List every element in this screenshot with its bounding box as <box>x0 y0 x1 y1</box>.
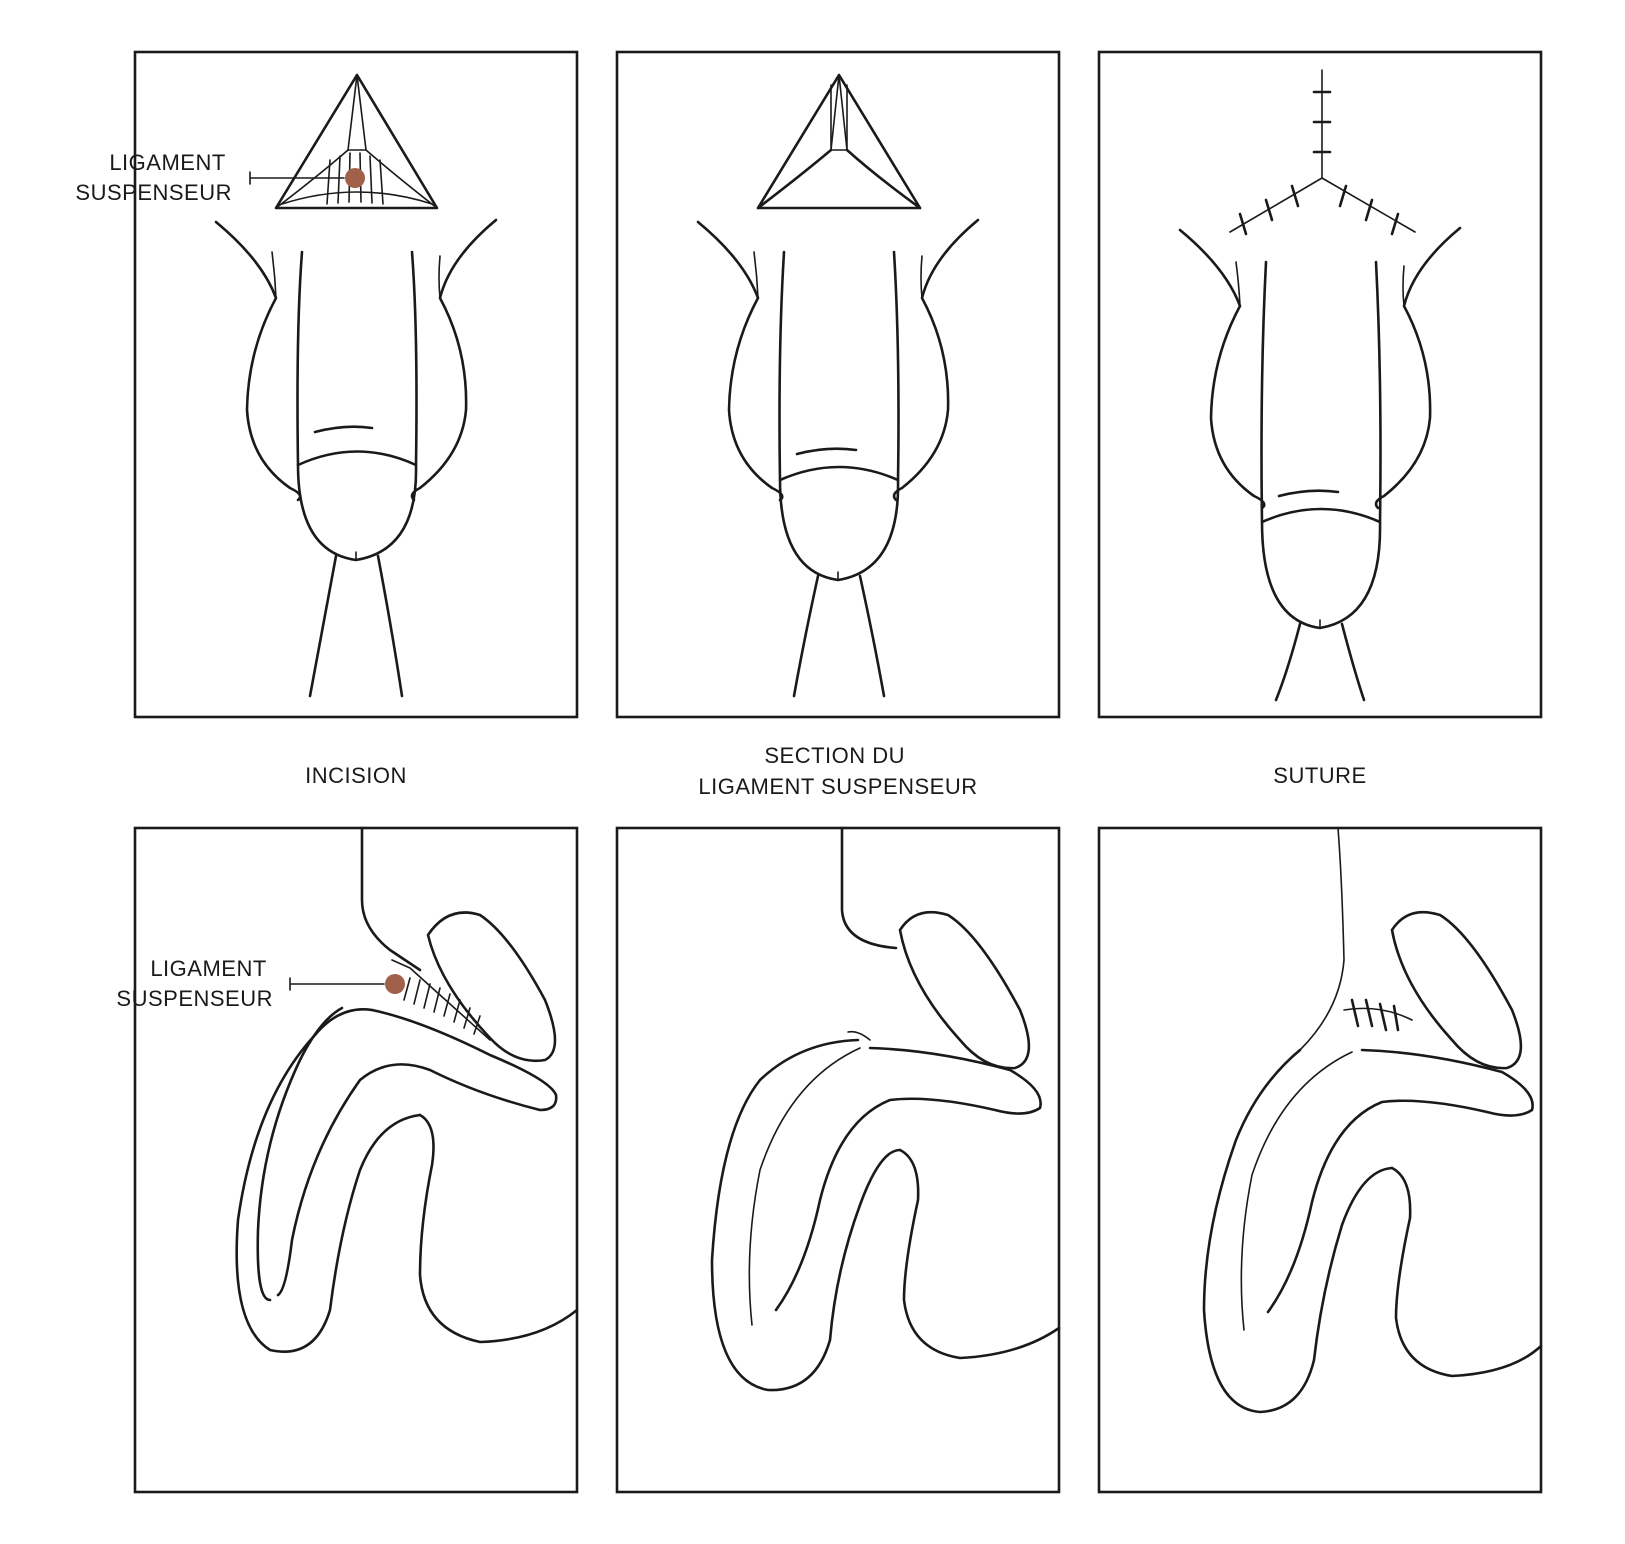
ligament-callout-bottom: LIGAMENT SUSPENSEUR <box>116 956 405 1011</box>
side-view-illustration <box>1202 827 1543 1414</box>
ligament-label-top: LIGAMENT SUSPENSEUR <box>75 150 232 205</box>
panel-front-section <box>615 50 1061 719</box>
front-view-illustration <box>1178 69 1462 702</box>
ligament-marker-bottom <box>385 974 405 994</box>
ligament-label-bottom: LIGAMENT SUSPENSEUR <box>116 956 273 1011</box>
ligament-label-bottom-line-1: LIGAMENT <box>150 956 266 981</box>
panel-front-suture <box>1097 50 1543 719</box>
side-view-illustration <box>235 826 579 1353</box>
step-title-suture: SUTURE <box>1273 763 1366 788</box>
side-view-illustration <box>710 826 1061 1392</box>
ligament-marker-top <box>345 168 365 188</box>
ligament-label-top-line-2: SUSPENSEUR <box>75 180 232 205</box>
panel-front-incision: LIGAMENT SUSPENSEUR <box>75 50 579 719</box>
ligament-callout-top: LIGAMENT SUSPENSEUR <box>75 150 365 205</box>
step-title-incision-line-1: INCISION <box>305 763 407 788</box>
panel-side-section <box>615 826 1061 1494</box>
ligament-label-top-line-1: LIGAMENT <box>109 150 225 175</box>
step-title-section-line-1: SECTION DU <box>764 743 905 768</box>
step-title-suture-line-1: SUTURE <box>1273 763 1366 788</box>
step-title-section-line-2: LIGAMENT SUSPENSEUR <box>698 774 977 799</box>
step-title-section: SECTION DU LIGAMENT SUSPENSEUR <box>698 743 977 799</box>
step-title-incision: INCISION <box>305 763 407 788</box>
panel-side-suture <box>1097 826 1543 1494</box>
step-titles: INCISION SECTION DU LIGAMENT SUSPENSEUR … <box>305 743 1366 799</box>
panel-side-incision: LIGAMENT SUSPENSEUR <box>116 826 579 1494</box>
front-view-illustration <box>696 73 980 698</box>
ligament-label-bottom-line-2: SUSPENSEUR <box>116 986 273 1011</box>
